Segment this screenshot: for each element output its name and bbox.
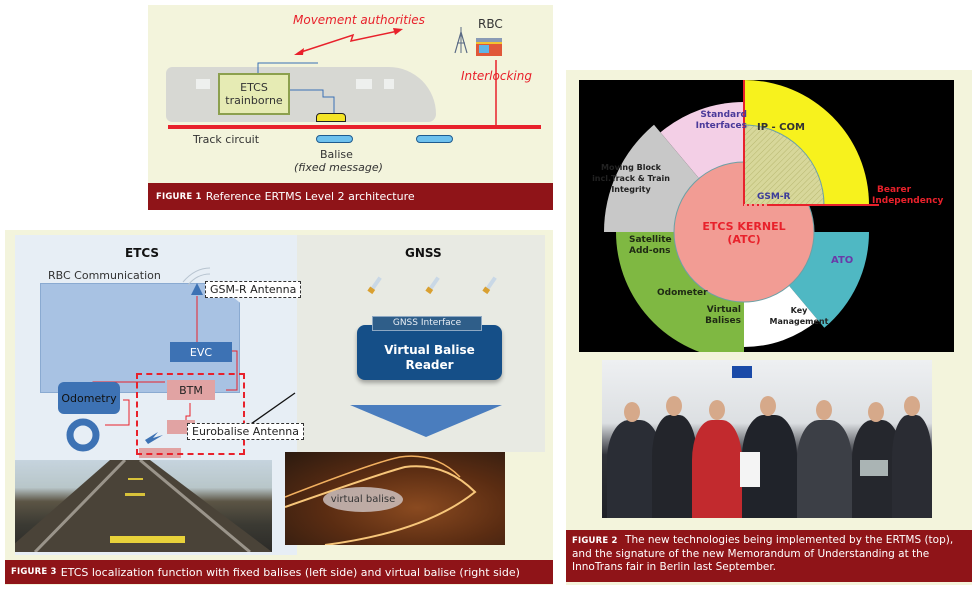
satellite-add-ons-label: Satellite Add-ons <box>629 235 672 256</box>
gnss-title: GNSS <box>405 246 442 260</box>
figure-1-panel: ETCS trainborne Movement authorities RBC… <box>148 5 553 210</box>
figure-3-label: FIGURE 3 <box>11 567 57 577</box>
down-arrow-icon <box>350 405 502 437</box>
eurobalise-antenna-label: Eurobalise Antenna <box>187 423 305 440</box>
trainborne-label: trainborne <box>225 94 283 107</box>
virtual-balise-reader-box: Virtual Balise Reader <box>357 325 502 380</box>
bearer-line1: Bearer <box>877 185 912 195</box>
connector-line <box>247 392 296 427</box>
moving-block-label: Moving Block incl.Track & Train Integrit… <box>592 163 670 194</box>
gnss-interface-label: GNSS Interface <box>372 316 482 331</box>
standard-interfaces-label: Standard Interfaces <box>695 110 747 131</box>
train-window <box>356 79 372 89</box>
document-folder <box>860 460 888 476</box>
vbr-line2: Reader <box>405 357 454 372</box>
bearer-independency-label: Bearer Independency <box>872 185 943 207</box>
virtual-balise-label: virtual balise <box>323 487 403 512</box>
rbc-label: RBC <box>478 17 503 31</box>
person <box>797 420 852 518</box>
odometer-label: Odometer <box>657 288 708 298</box>
etcs-kernel-line2: (ATC) <box>727 233 761 246</box>
gsm-r-antenna-label: GSM-R Antenna <box>205 281 302 298</box>
balise-icon <box>316 135 353 143</box>
etcs-kernel-line1: ETCS KERNEL <box>702 220 786 233</box>
rbc-communication-label: RBC Communication <box>48 269 161 282</box>
gsm-r-antenna-icon <box>191 283 203 295</box>
etcs-trainborne-box: ETCS trainborne <box>218 73 290 115</box>
technology-wheel <box>604 80 879 360</box>
gnss-content: Virtual Balise Reader GNSS Interface <box>297 230 545 460</box>
track-circuit-label: Track circuit <box>193 133 260 146</box>
figure-3-caption: FIGURE 3 ETCS localization function with… <box>5 560 553 584</box>
balise-reader-antenna <box>316 113 346 122</box>
track-rail <box>168 125 541 129</box>
mou-signing-photo <box>602 360 932 518</box>
figure-2-caption-block: FIGURE 2 The new technologies being impl… <box>572 534 966 574</box>
ato-label: ATO <box>831 255 854 266</box>
yellow-balise <box>110 536 185 543</box>
key-management-label: Key Management <box>769 306 829 326</box>
rbc-building-icon <box>476 38 502 56</box>
figure-2-caption: FIGURE 2 The new technologies being impl… <box>566 530 972 582</box>
gsm-r-label: GSM-R <box>757 192 791 202</box>
train-window <box>196 79 210 89</box>
vbr-line1: Virtual Balise <box>384 342 475 357</box>
signal-waves-icon <box>182 267 211 286</box>
eu-flag-icon <box>732 366 752 378</box>
fixed-message-label: (fixed message) <box>294 161 383 174</box>
satellite-icon <box>425 276 440 295</box>
satellite-icon <box>367 276 382 295</box>
figure-3-caption-text: ETCS localization function with fixed ba… <box>60 565 520 579</box>
figure-1-diagram <box>294 27 502 125</box>
balise-label: Balise <box>320 148 353 161</box>
person <box>692 420 742 518</box>
railway-track-photo <box>15 460 272 552</box>
person <box>892 415 932 518</box>
radio-tower-icon <box>454 27 468 54</box>
movement-authorities-label: Movement authorities <box>293 13 425 27</box>
evc-block: EVC <box>170 342 232 362</box>
etcs-label: ETCS <box>240 81 268 94</box>
arrowhead-left <box>294 48 304 55</box>
figure-3-panel: ETCS GNSS RBC Communication EVC BTM Odom… <box>5 230 553 585</box>
bearer-line2: Independency <box>872 196 944 206</box>
train-window <box>384 79 394 89</box>
signal-icon <box>145 432 163 444</box>
etcs-kernel-label: ETCS KERNEL (ATC) <box>694 220 794 246</box>
figure-1-caption: FIGURE 1 Reference ERTMS Level 2 archite… <box>148 183 553 210</box>
balise-subsystem-outline <box>136 373 245 455</box>
movement-authorities-arrow <box>297 30 399 54</box>
interlocking-label: Interlocking <box>461 69 532 83</box>
person <box>652 415 697 518</box>
arrowhead-right <box>393 28 403 35</box>
balise-icon <box>416 135 453 143</box>
figure-1-label: FIGURE 1 <box>156 191 202 202</box>
virtual-balises-label: Virtual Balises <box>705 305 741 326</box>
wheel-icon <box>66 418 100 452</box>
figure-1-caption-text: Reference ERTMS Level 2 architecture <box>205 190 415 203</box>
figure-2-caption-text: The new technologies being implemented b… <box>572 534 954 573</box>
curved-track-photo: virtual balise <box>285 452 505 545</box>
etcs-title: ETCS <box>125 246 160 260</box>
figure-2-label: FIGURE 2 <box>572 536 618 546</box>
gsm-r-segment <box>743 124 825 206</box>
odometry-block: Odometry <box>58 382 120 414</box>
train-wiring <box>257 62 335 113</box>
satellite-icon <box>482 276 497 295</box>
ip-com-label: IP - COM <box>757 122 805 133</box>
ertms-technology-diagram: ETCS KERNEL (ATC) Standard Interfaces IP… <box>579 80 954 360</box>
memorandum-document <box>740 452 760 487</box>
btm-block: BTM <box>167 380 215 400</box>
train-body <box>166 67 436 122</box>
